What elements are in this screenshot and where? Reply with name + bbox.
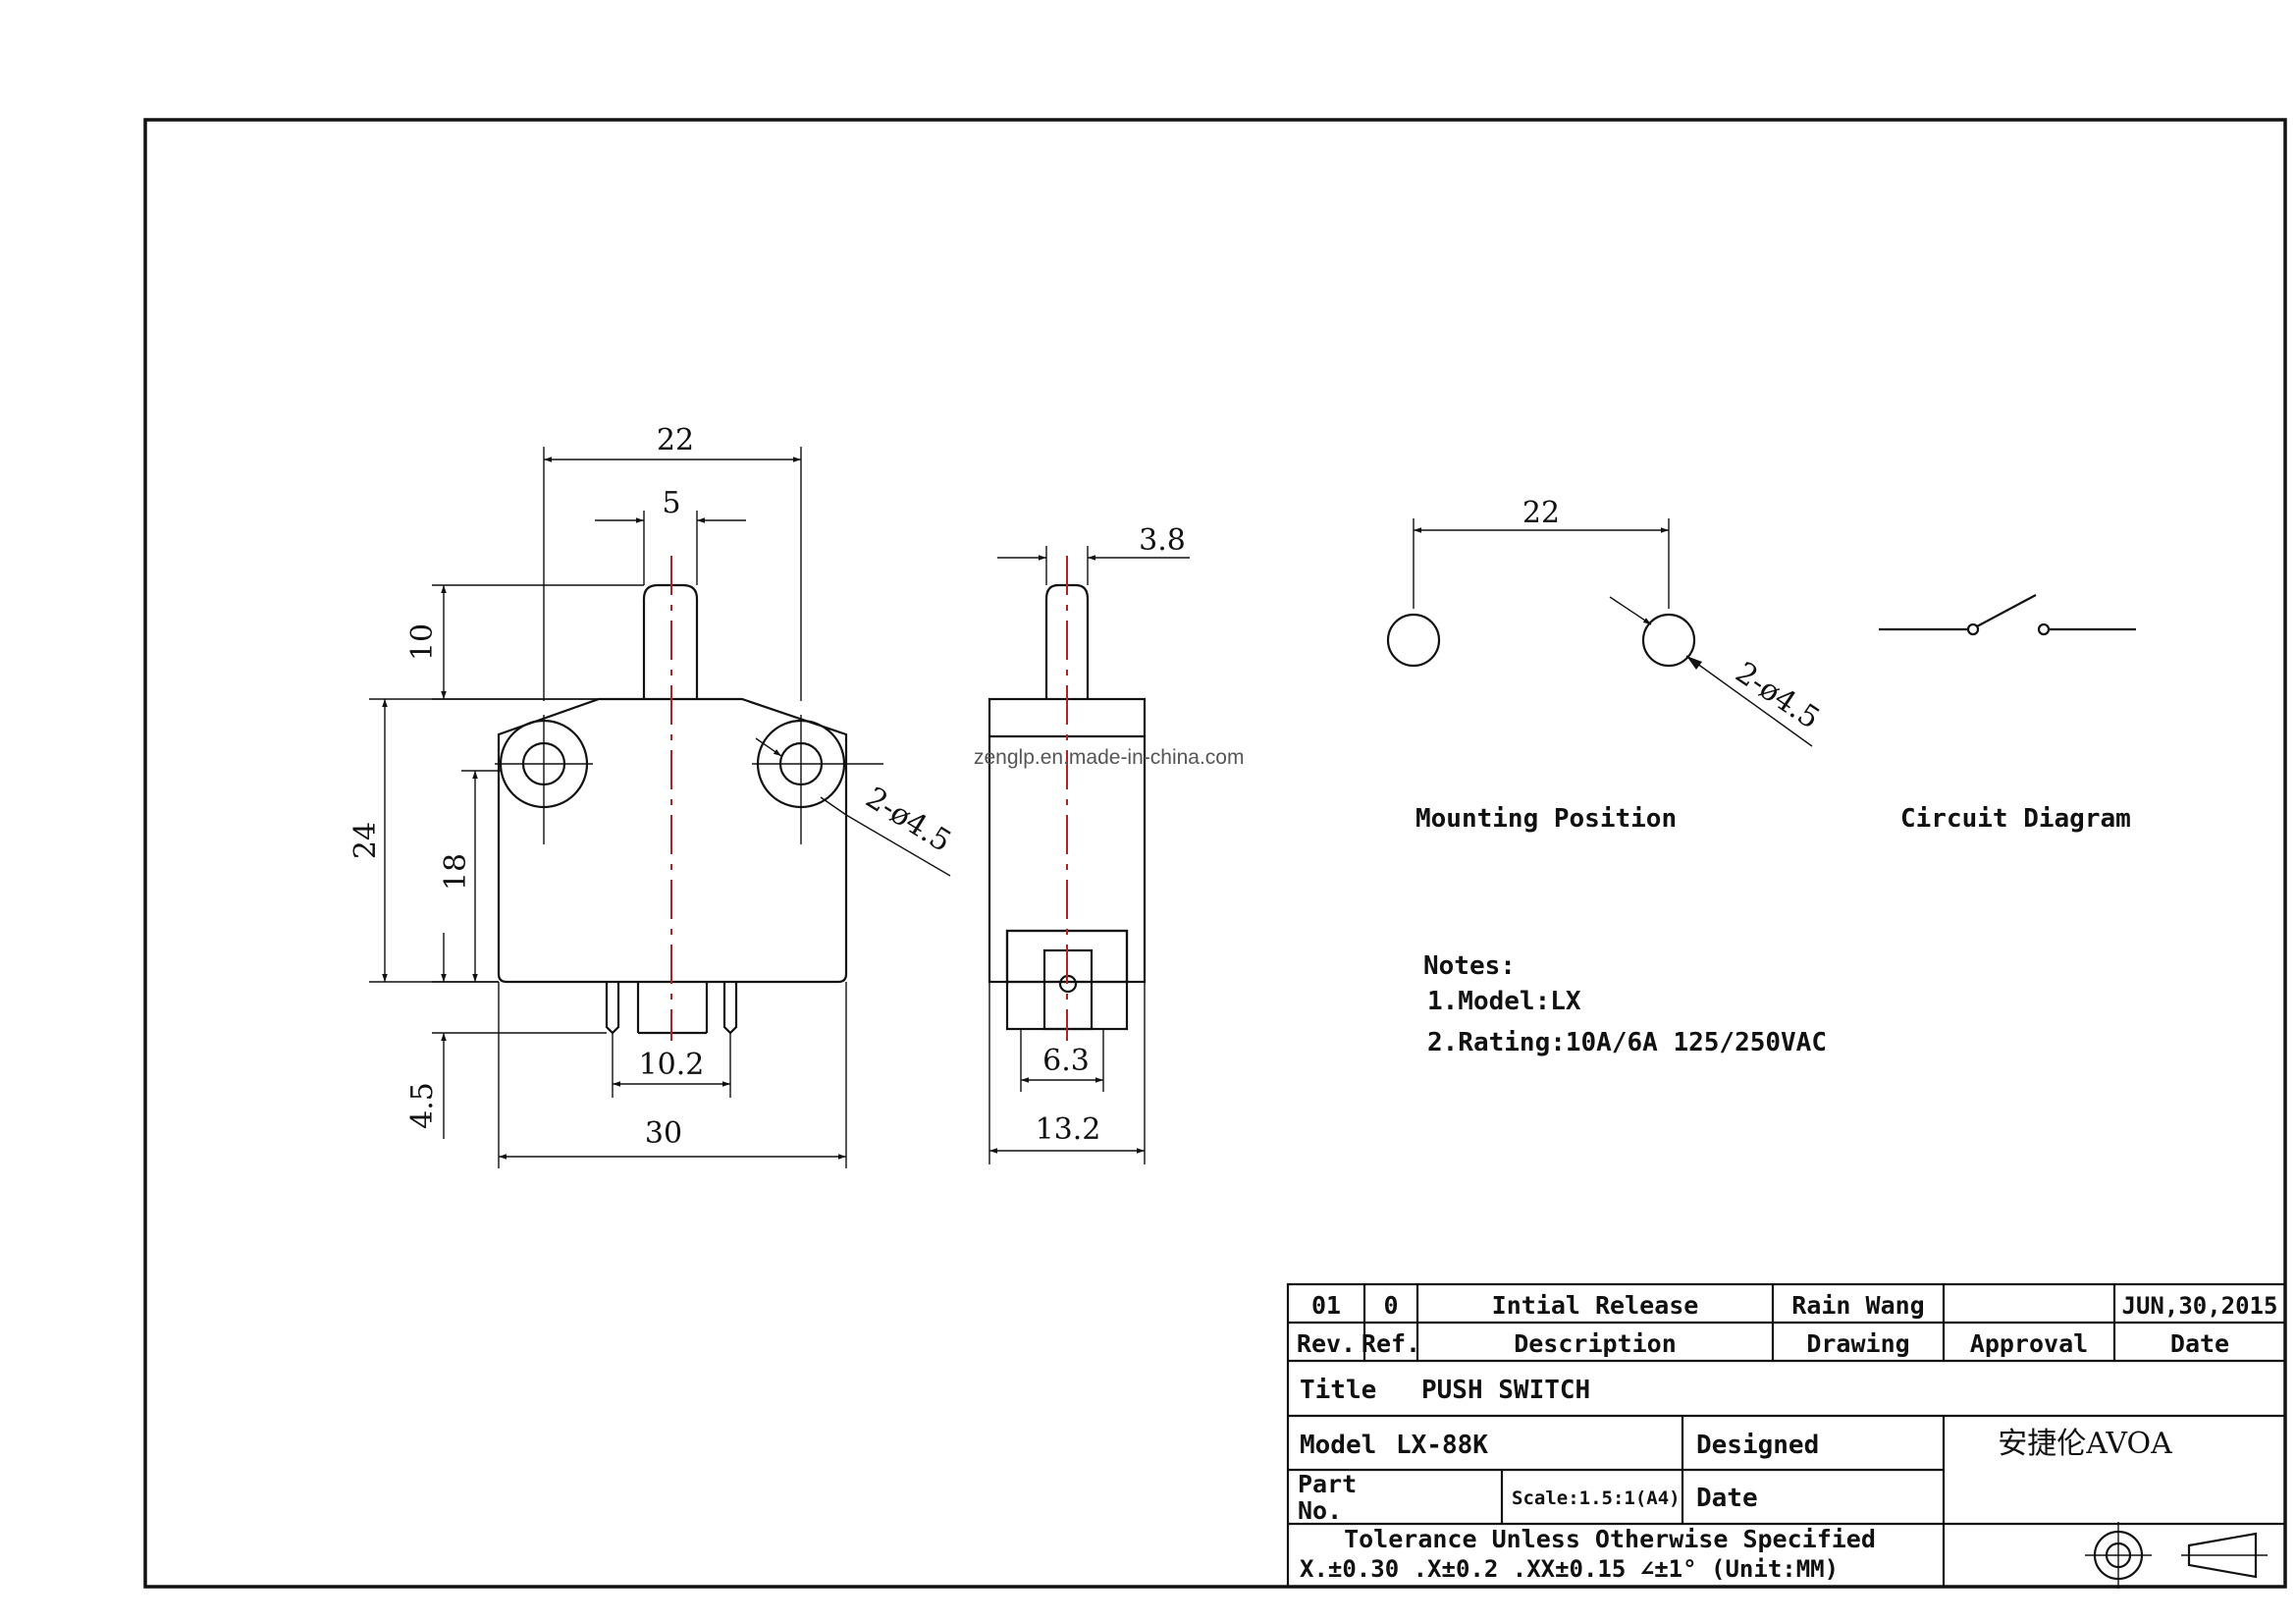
tb-ref-header: Ref. — [1362, 1329, 1420, 1358]
tb-drawing-value: Rain Wang — [1791, 1291, 1924, 1320]
tb-part-label-2: No. — [1298, 1496, 1342, 1525]
note-item-1: 1.Model:LX — [1427, 987, 1581, 1016]
tb-approval-header: Approval — [1970, 1329, 2088, 1358]
side-view — [988, 556, 1147, 1041]
dim-30: 30 — [645, 1116, 682, 1151]
tb-tolerance-title: Tolerance Unless Otherwise Specified — [1344, 1525, 1876, 1553]
dim-6-3: 6.3 — [1042, 1044, 1090, 1078]
tb-drawing-header: Drawing — [1806, 1329, 1909, 1358]
mounting-position-label: Mounting Position — [1415, 804, 1677, 834]
dim-22-mount: 22 — [1522, 496, 1560, 530]
projection-symbol-icon — [2085, 1522, 2268, 1589]
front-dimensions — [369, 447, 951, 1168]
dim-18: 18 — [439, 853, 473, 891]
dim-5: 5 — [662, 486, 680, 520]
dim-3-8: 3.8 — [1139, 523, 1186, 558]
dim-10-2: 10.2 — [639, 1048, 705, 1082]
tb-company: 安捷伦AVOA — [1998, 1427, 2172, 1461]
tb-description-header: Description — [1514, 1329, 1677, 1358]
hole-note-mount: 2-ø4.5 — [1730, 656, 1826, 736]
tb-rev-value: 01 — [1311, 1291, 1341, 1320]
note-item-2: 2.Rating:10A/6A 125/250VAC — [1427, 1028, 1827, 1057]
tb-part-label-1: Part — [1298, 1470, 1357, 1498]
watermark: zenglp.en.made-in-china.com — [974, 746, 1244, 769]
tb-title-label: Title — [1300, 1376, 1376, 1405]
tb-ref-value: 0 — [1383, 1291, 1398, 1320]
dim-4-5: 4.5 — [405, 1082, 440, 1129]
dim-24: 24 — [348, 822, 383, 859]
side-dimensions — [988, 546, 1190, 1164]
tb-designed-label: Designed — [1696, 1431, 1819, 1460]
circuit-diagram — [1879, 594, 2136, 636]
tb-tolerance-values: X.±0.30 .X±0.2 .XX±0.15 ∠±1° (Unit:MM) — [1300, 1555, 1839, 1583]
tb-date-header: Date — [2170, 1329, 2229, 1358]
tb-scale: Scale:1.5:1(A4) — [1512, 1488, 1681, 1509]
tb-date-value: JUN,30,2015 — [2122, 1292, 2278, 1320]
tb-title-value: PUSH SWITCH — [1421, 1376, 1590, 1405]
circuit-diagram-label: Circuit Diagram — [1900, 804, 2131, 834]
dim-10: 10 — [405, 623, 440, 661]
tb-model-label: Model — [1300, 1431, 1376, 1460]
tb-model-value: LX-88K — [1396, 1431, 1488, 1460]
tb-rev-header: Rev. — [1297, 1329, 1356, 1358]
drawing-border — [143, 118, 2287, 1589]
dim-22-front: 22 — [657, 423, 694, 458]
notes-title: Notes: — [1423, 951, 1516, 981]
dim-13-2: 13.2 — [1036, 1112, 1101, 1147]
mounting-position-view — [1386, 518, 1813, 747]
tb-date-label: Date — [1696, 1484, 1758, 1513]
hole-note-front: 2-ø4.5 — [860, 781, 957, 859]
tb-description-value: Intial Release — [1492, 1291, 1699, 1320]
title-block — [1286, 1282, 2287, 1589]
front-view — [495, 556, 883, 1041]
